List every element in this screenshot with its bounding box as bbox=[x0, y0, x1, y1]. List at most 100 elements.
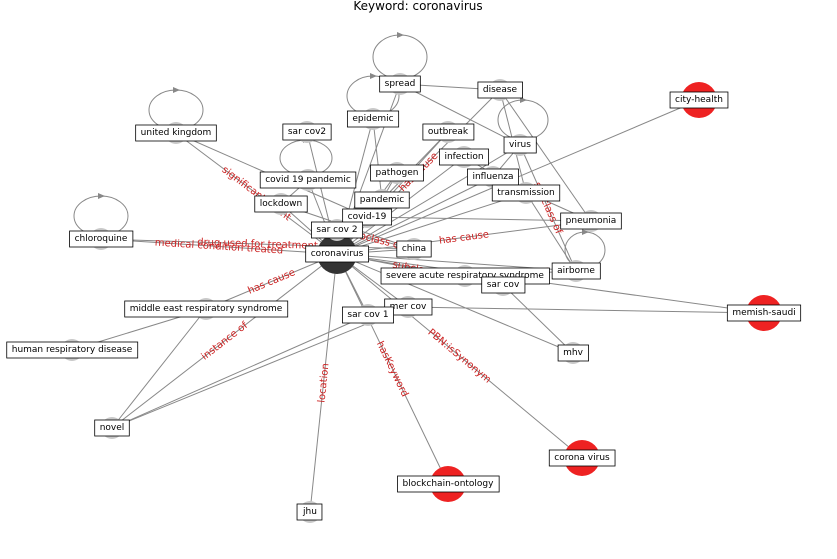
node-label-text: disease bbox=[483, 85, 518, 95]
node-label-box bbox=[669, 91, 729, 109]
node-label-text: memish-saudi bbox=[732, 308, 795, 318]
node-label-blockchain-ontology: blockchain-ontology bbox=[397, 475, 500, 493]
node-label-jhu: jhu bbox=[296, 503, 323, 521]
edge-disease-pneumonia bbox=[499, 89, 592, 222]
edge-label: drug used for treatment bbox=[197, 237, 318, 252]
node-label-covid-19: covid-19 bbox=[342, 208, 393, 226]
edge-coronavirus-transmission bbox=[336, 191, 527, 255]
node-label-box bbox=[557, 344, 589, 362]
node-label-text: airborne bbox=[557, 266, 595, 276]
node-label-sar-cov-1: sar cov 1 bbox=[342, 306, 394, 324]
edge-label: location bbox=[316, 363, 331, 404]
edge-sar-cov-mhv bbox=[502, 284, 574, 354]
node-label-box bbox=[503, 136, 537, 154]
edge-coronavirus-memish-saudi bbox=[336, 253, 765, 316]
node-label-pneumonia: pneumonia bbox=[560, 212, 622, 230]
node-label-airborne: airborne bbox=[551, 262, 601, 280]
node-label-text: jhu bbox=[302, 507, 317, 517]
edge-virus-airborne bbox=[519, 144, 577, 272]
edge-spread-virus bbox=[399, 83, 521, 146]
node-label-text: sar cov2 bbox=[288, 127, 326, 137]
self-loop-arrow-virus bbox=[520, 97, 527, 103]
node-label-mhv: mhv bbox=[557, 344, 589, 362]
node-label-text: virus bbox=[509, 140, 531, 150]
edge-coronavirus-jhu bbox=[307, 253, 338, 513]
node-label-box bbox=[94, 419, 130, 437]
edge-mers-novel bbox=[111, 308, 207, 429]
edge-coronavirus-blockchain-ontology bbox=[336, 253, 449, 485]
node-label-virus: virus bbox=[503, 136, 537, 154]
edge-epidemic-pandemic bbox=[372, 118, 385, 201]
node-label-united-kingdom: united kingdom bbox=[135, 124, 217, 142]
node-labels-layer: coronavirusspreaddiseasecity-healthepide… bbox=[6, 75, 802, 521]
node-label-outbreak: outbreak bbox=[422, 123, 475, 141]
self-loop-arrow-chloroquine bbox=[98, 193, 105, 199]
node-label-lockdown: lockdown bbox=[254, 195, 308, 213]
node-label-transmission: transmission bbox=[491, 184, 561, 202]
node-label-box bbox=[551, 262, 601, 280]
node-label-box bbox=[254, 195, 308, 213]
node-label-china: china bbox=[396, 240, 432, 258]
node-label-box bbox=[305, 245, 370, 263]
edge-covid-19-pneumonia bbox=[366, 216, 592, 224]
node-label-text: middle east respiratory syndrome bbox=[130, 304, 283, 314]
edge-label: has cause bbox=[246, 267, 297, 297]
node-label-text: blockchain-ontology bbox=[403, 479, 495, 489]
self-loop-arrow-epidemic bbox=[370, 73, 377, 79]
node-label-text: sar cov 2 bbox=[316, 225, 357, 235]
node-label-text: outbreak bbox=[428, 127, 469, 137]
node-label-text: pandemic bbox=[360, 195, 404, 205]
node-label-text: covid 19 pandemic bbox=[265, 175, 351, 185]
node-label-box bbox=[422, 123, 475, 141]
node-label-pathogen: pathogen bbox=[370, 164, 424, 182]
edge-coronavirus-influenza bbox=[336, 176, 494, 255]
node-label-novel: novel bbox=[94, 419, 130, 437]
node-label-box bbox=[397, 475, 500, 493]
node-label-box bbox=[491, 184, 561, 202]
node-label-text: mhv bbox=[563, 348, 583, 358]
node-label-text: pneumonia bbox=[566, 216, 617, 226]
node-label-text: sar cov bbox=[487, 280, 520, 290]
node-label-box bbox=[548, 449, 616, 467]
node-label-box bbox=[379, 75, 421, 93]
node-label-box bbox=[342, 208, 393, 226]
node-label-city-health: city-health bbox=[669, 91, 729, 109]
node-label-box bbox=[69, 230, 134, 248]
node-label-text: china bbox=[402, 244, 426, 254]
node-label-box bbox=[354, 191, 410, 209]
node-label-sar-cov-2: sar cov 2 bbox=[311, 221, 363, 239]
node-label-text: corona virus bbox=[554, 453, 610, 463]
node-label-box bbox=[481, 276, 526, 294]
node-label-box bbox=[477, 81, 523, 99]
edge-coronavirus-virus bbox=[336, 144, 521, 255]
node-label-text: coronavirus bbox=[311, 249, 364, 259]
node-label-sar-cov2: sar cov2 bbox=[282, 123, 332, 141]
node-label-box bbox=[124, 300, 289, 318]
edge-coronavirus-united-kingdom bbox=[175, 132, 338, 255]
node-label-box bbox=[6, 341, 139, 359]
node-label-sar-cov: sar cov bbox=[481, 276, 526, 294]
edge-label: PBN:isSynonym bbox=[426, 327, 493, 386]
node-label-covid-19-pandemic: covid 19 pandemic bbox=[259, 171, 357, 189]
edge-label: instance of bbox=[200, 320, 251, 363]
node-label-text: influenza bbox=[472, 172, 513, 182]
node-label-text: epidemic bbox=[352, 114, 393, 124]
self-loop-virus bbox=[497, 99, 549, 141]
node-label-box bbox=[342, 306, 394, 324]
node-label-pandemic: pandemic bbox=[354, 191, 410, 209]
self-loop-spread bbox=[372, 34, 428, 80]
node-label-infection: infection bbox=[439, 148, 489, 166]
edge-coronavirus-chloroquine bbox=[100, 236, 338, 255]
node-label-text: pathogen bbox=[376, 168, 419, 178]
node-label-box bbox=[370, 164, 424, 182]
node-label-text: mer cov bbox=[390, 302, 427, 312]
edge-mer-cov-novel bbox=[111, 306, 409, 429]
node-label-box bbox=[560, 212, 622, 230]
edge-label: hasKeyword bbox=[374, 340, 410, 399]
node-label-box bbox=[135, 124, 217, 142]
edges-layer bbox=[71, 83, 765, 513]
node-label-box bbox=[439, 148, 489, 166]
node-label-text: human respiratory disease bbox=[12, 345, 133, 355]
node-label-text: infection bbox=[444, 152, 483, 162]
